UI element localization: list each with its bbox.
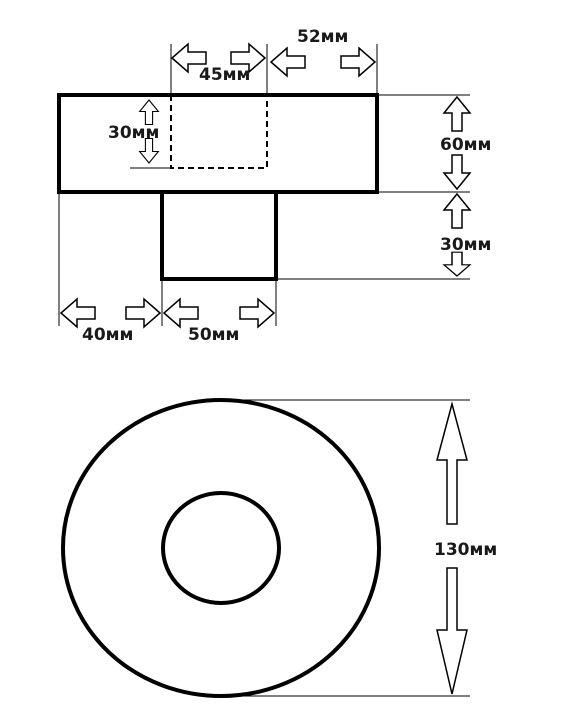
extension-lines: [58, 44, 470, 326]
label-50: 50мм: [188, 325, 239, 345]
label-60: 60мм: [440, 135, 491, 155]
inner-circle: [161, 491, 281, 605]
label-45: 45мм: [199, 65, 250, 85]
label-hole-depth: 30мм: [108, 123, 159, 143]
dim-arrows-52: [270, 47, 376, 77]
diameter-extension-lines: [221, 399, 470, 697]
label-130: 130мм: [434, 540, 497, 560]
circular-view: 130мм: [61, 398, 497, 698]
dim-arrows-130: [436, 401, 468, 695]
outer-circle: [61, 398, 381, 698]
stem-block: [160, 190, 278, 281]
label-52: 52мм: [297, 27, 348, 47]
hidden-hole: [170, 95, 268, 169]
label-stem-30: 30мм: [440, 235, 491, 255]
head-block: [57, 93, 379, 194]
dim-arrows-40: [60, 298, 161, 328]
label-40: 40мм: [82, 325, 133, 345]
front-view: 45мм 52мм 30мм 60мм 30мм 40мм 50мм: [57, 27, 491, 345]
dim-arrows-50: [163, 298, 275, 328]
